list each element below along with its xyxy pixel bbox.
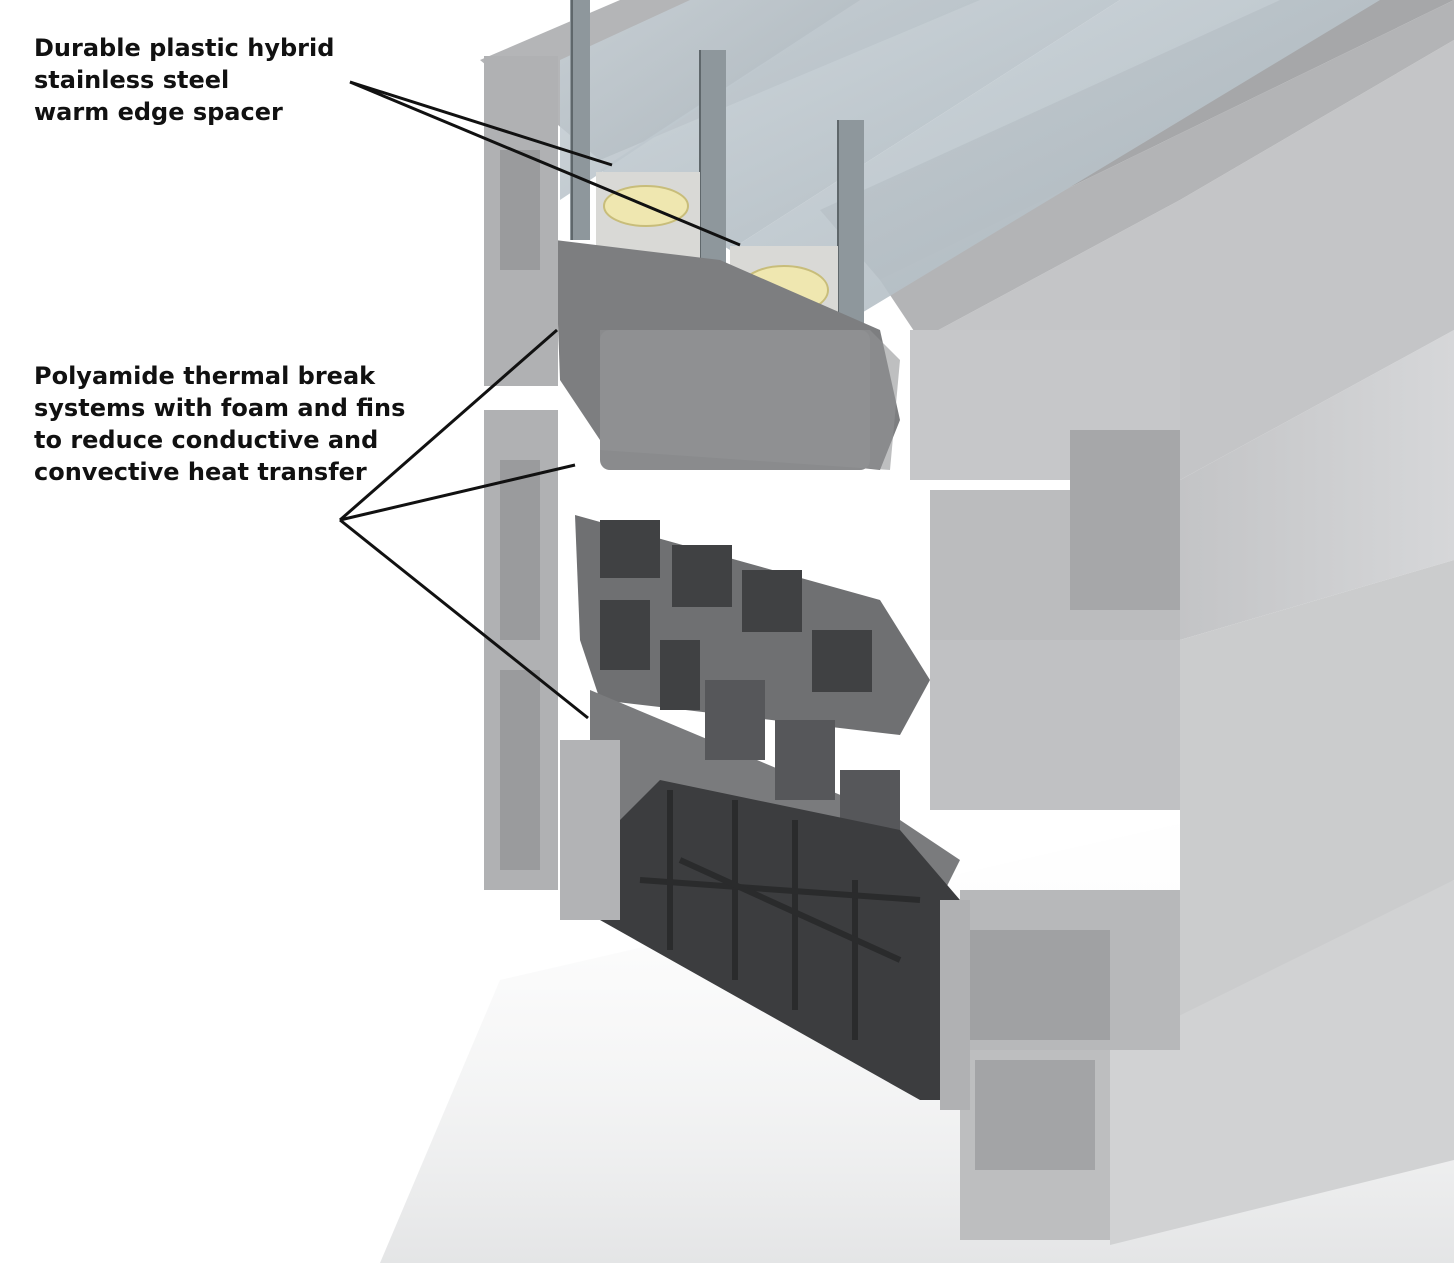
callout-line: to reduce conductive and xyxy=(34,426,379,454)
outer-frame-right xyxy=(910,330,1180,1240)
callout-line: warm edge spacer xyxy=(34,98,283,126)
leader-lines xyxy=(339,80,741,720)
thermal-break-lower xyxy=(580,780,960,1100)
callout-thermal-break: Polyamide thermal break systems with foa… xyxy=(34,360,405,488)
outer-frame-bottom xyxy=(560,740,970,1110)
callout-warm-edge-spacer: Durable plastic hybrid stainless steel w… xyxy=(34,32,334,128)
leader-line-break-2 xyxy=(339,463,576,522)
leader-line-spacer-1 xyxy=(349,80,613,167)
thermal-break-upper xyxy=(575,515,930,735)
callout-line: Polyamide thermal break xyxy=(34,362,376,390)
sash-profile xyxy=(555,240,900,470)
callout-line: stainless steel xyxy=(34,66,230,94)
leader-line-break-1 xyxy=(339,328,558,522)
callout-line: convective heat transfer xyxy=(34,458,367,486)
callout-line: systems with foam and fins xyxy=(34,394,406,422)
callout-line: Durable plastic hybrid xyxy=(34,34,335,62)
leader-line-break-3 xyxy=(339,518,589,720)
outer-frame-left xyxy=(484,56,558,890)
leader-line-spacer-2 xyxy=(349,80,741,247)
